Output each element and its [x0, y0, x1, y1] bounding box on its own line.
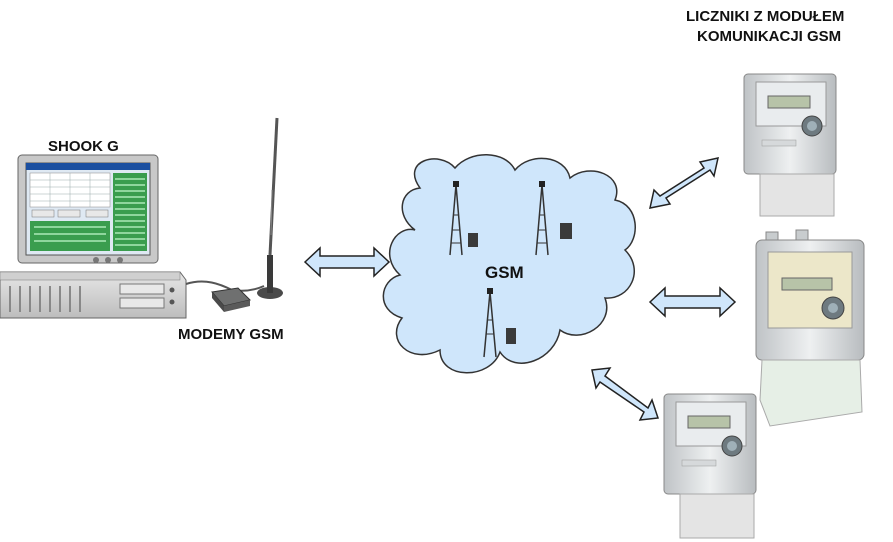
- computer-label: SHOOK G: [48, 138, 119, 155]
- modem-icon: [185, 280, 265, 312]
- meter-icon: [755, 229, 865, 427]
- network-label: GSM: [485, 263, 524, 282]
- gsm-cloud: [382, 154, 636, 374]
- link-arrow-cloud-meter-top: [649, 157, 719, 209]
- cell-tower-icon: [449, 181, 572, 358]
- computer-icon: [0, 154, 187, 319]
- modems-label: MODEMY GSM: [178, 326, 284, 343]
- meter-icon: [663, 393, 757, 539]
- antenna-icon: [257, 117, 283, 299]
- link-arrow-cloud-meter-bottom: [591, 367, 660, 421]
- meters-label-line1: LICZNIKI Z MODUŁEM: [686, 8, 845, 25]
- meters-label-line2: KOMUNIKACJI GSM: [697, 28, 842, 45]
- link-arrow-modem-cloud: [303, 246, 391, 278]
- link-arrow-cloud-meter-middle: [648, 286, 737, 318]
- meter-icon: [743, 73, 837, 217]
